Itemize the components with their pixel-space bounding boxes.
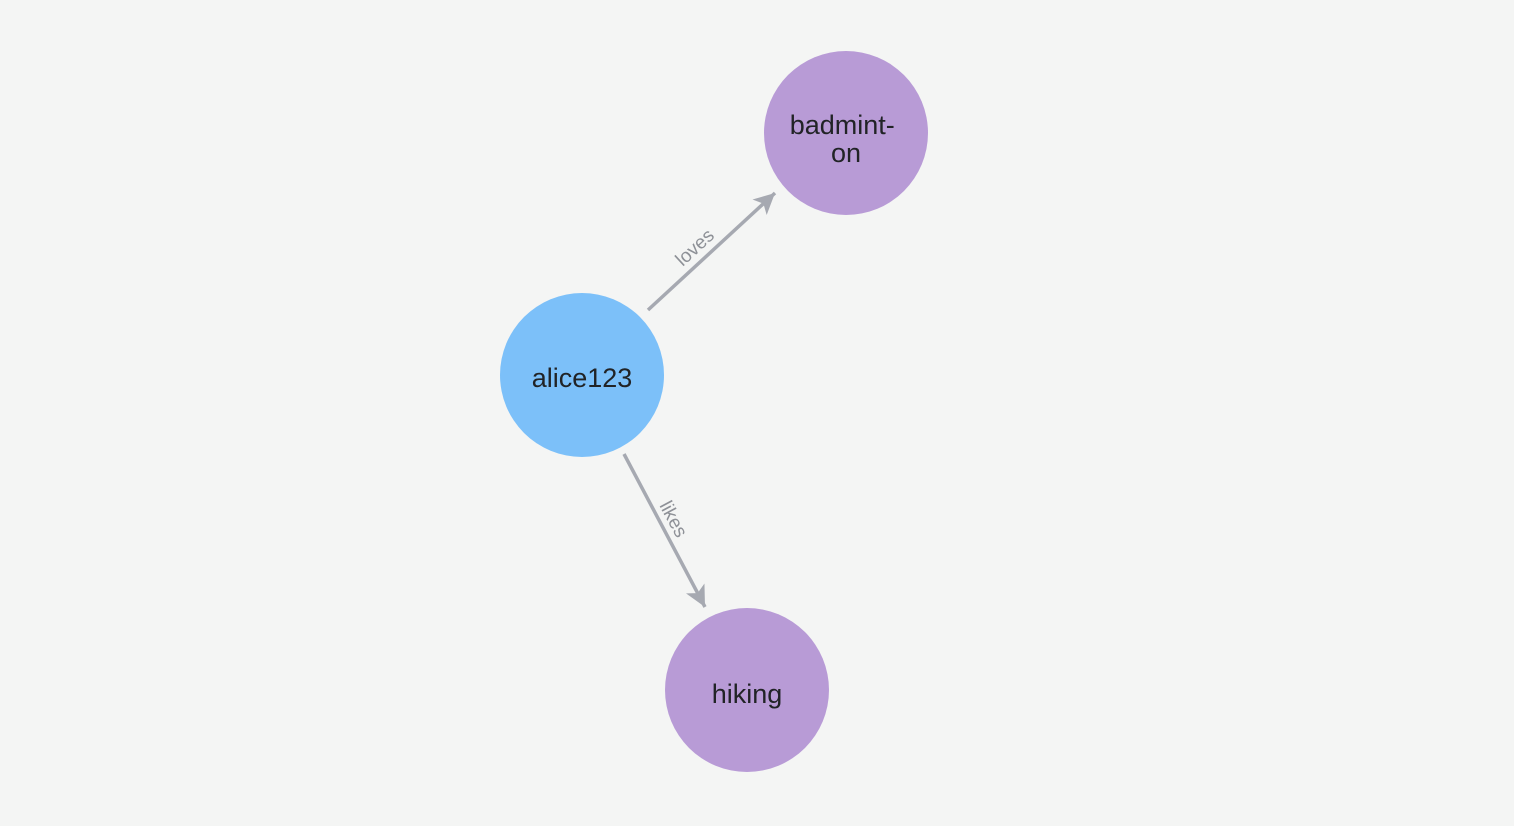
node-alice123[interactable]: alice123 <box>500 293 664 457</box>
edge-line-likes[interactable] <box>622 453 707 608</box>
node-badminton[interactable]: badmint- on <box>764 51 928 215</box>
edge-line-loves[interactable] <box>646 191 777 312</box>
node-circle-alice123[interactable] <box>500 293 664 457</box>
node-circle-badminton[interactable] <box>764 51 928 215</box>
node-circle-hiking[interactable] <box>665 608 829 772</box>
node-hiking[interactable]: hiking <box>665 608 829 772</box>
